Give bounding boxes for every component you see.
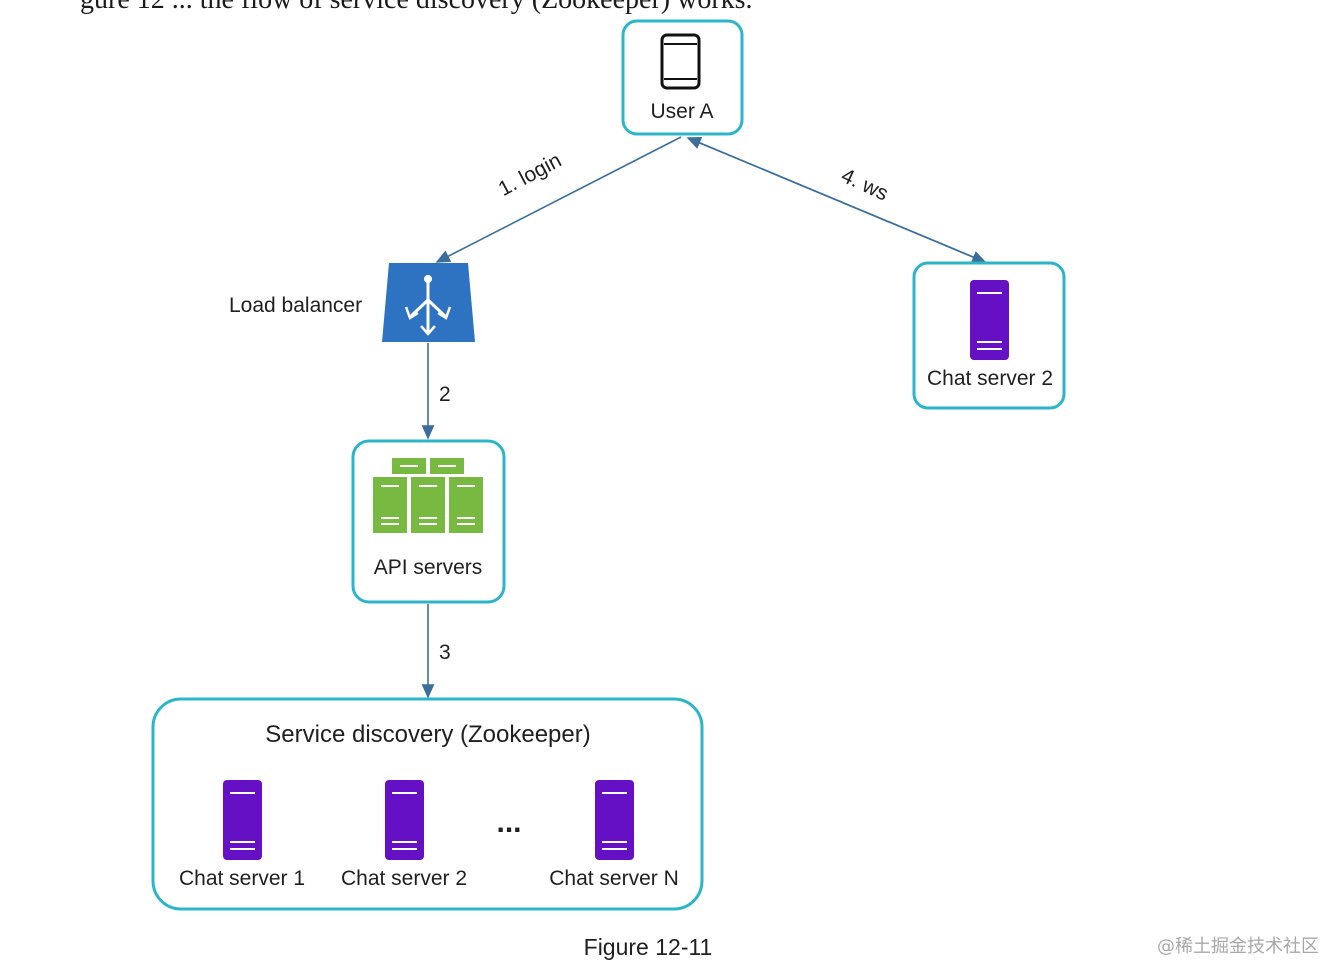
chat-server-icon (970, 280, 1009, 360)
figure-caption: Figure 12-11 (583, 934, 713, 960)
chat-server-n-label: Chat server N (549, 867, 679, 890)
api-servers-label: API servers (373, 556, 483, 579)
ellipsis-label: ... (496, 806, 522, 839)
chat-server-1-icon (223, 780, 262, 860)
login-arrow (435, 136, 682, 263)
api-servers-icon (373, 458, 483, 533)
service-discovery-box (151, 697, 704, 911)
chat-server-2-label: Chat server 2 (340, 867, 468, 890)
load-balancer-icon (382, 263, 475, 342)
chat-server-1-label: Chat server 1 (178, 867, 306, 890)
chat-server-2-icon (385, 780, 424, 860)
chat-server-2-right-label: Chat server 2 (926, 367, 1054, 390)
user-a-box (621, 19, 744, 136)
user-a-label: User A (650, 100, 714, 123)
step-3-label: 3 (439, 641, 451, 664)
load-balancer-label: Load balancer (229, 294, 363, 317)
top-cropped-text: gure 12 ... the flow of service discover… (80, 0, 753, 16)
step-2-label: 2 (439, 383, 451, 406)
chat-server-n-icon (595, 780, 634, 860)
ws-arrow-to-server (687, 137, 987, 263)
phone-icon (660, 33, 701, 90)
service-discovery-title: Service discovery (Zookeeper) (265, 721, 591, 748)
watermark: @稀土掘金技术社区 (1157, 936, 1319, 957)
